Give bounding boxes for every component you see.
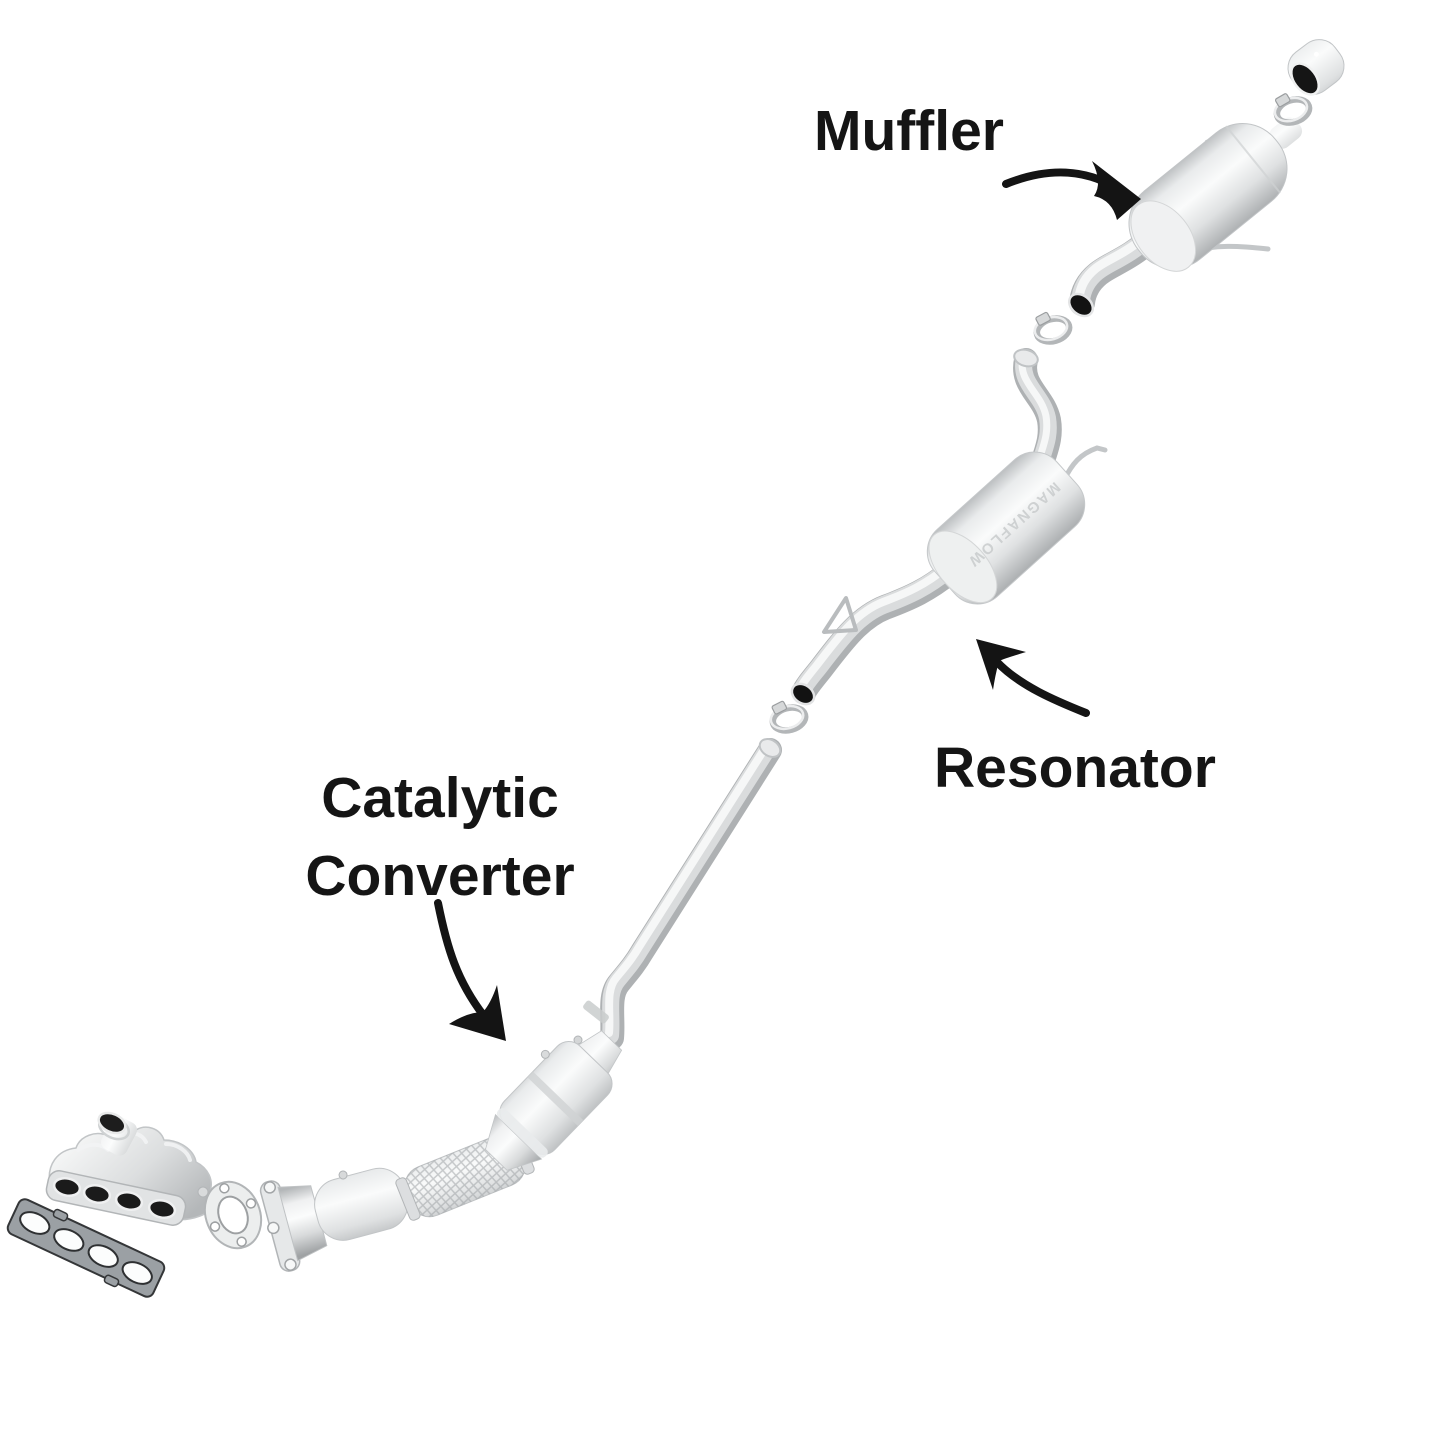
exhaust-manifold-graphic — [45, 1111, 214, 1226]
band-clamp-icon — [1030, 307, 1071, 346]
muffler-label: Muffler — [814, 99, 1004, 163]
catalytic-converter-label: Catalytic Converter — [305, 766, 575, 908]
catalytic-converter-graphic — [485, 1030, 623, 1171]
manifold-gasket-graphic — [6, 1198, 166, 1298]
intermediate-pipe-graphic — [573, 738, 782, 1050]
exhaust-tip-graphic — [1287, 39, 1345, 96]
ring-gasket-graphic — [203, 1180, 263, 1250]
resonator-label: Resonator — [934, 736, 1216, 800]
manifold-collector-outlet — [97, 1111, 137, 1156]
hanger-rod — [1061, 445, 1108, 483]
muffler-graphic — [1067, 117, 1303, 318]
resonator-arrow — [976, 639, 1090, 717]
front-pipe-flange-section-graphic — [259, 1167, 409, 1272]
pipe-hanger-bracket — [822, 596, 858, 634]
resonator-graphic: MAGNAFLOW — [790, 348, 1108, 706]
muffler-arrow — [1002, 161, 1141, 220]
pipe-end-face — [758, 738, 782, 758]
catalytic-converter-arrow — [434, 899, 506, 1041]
